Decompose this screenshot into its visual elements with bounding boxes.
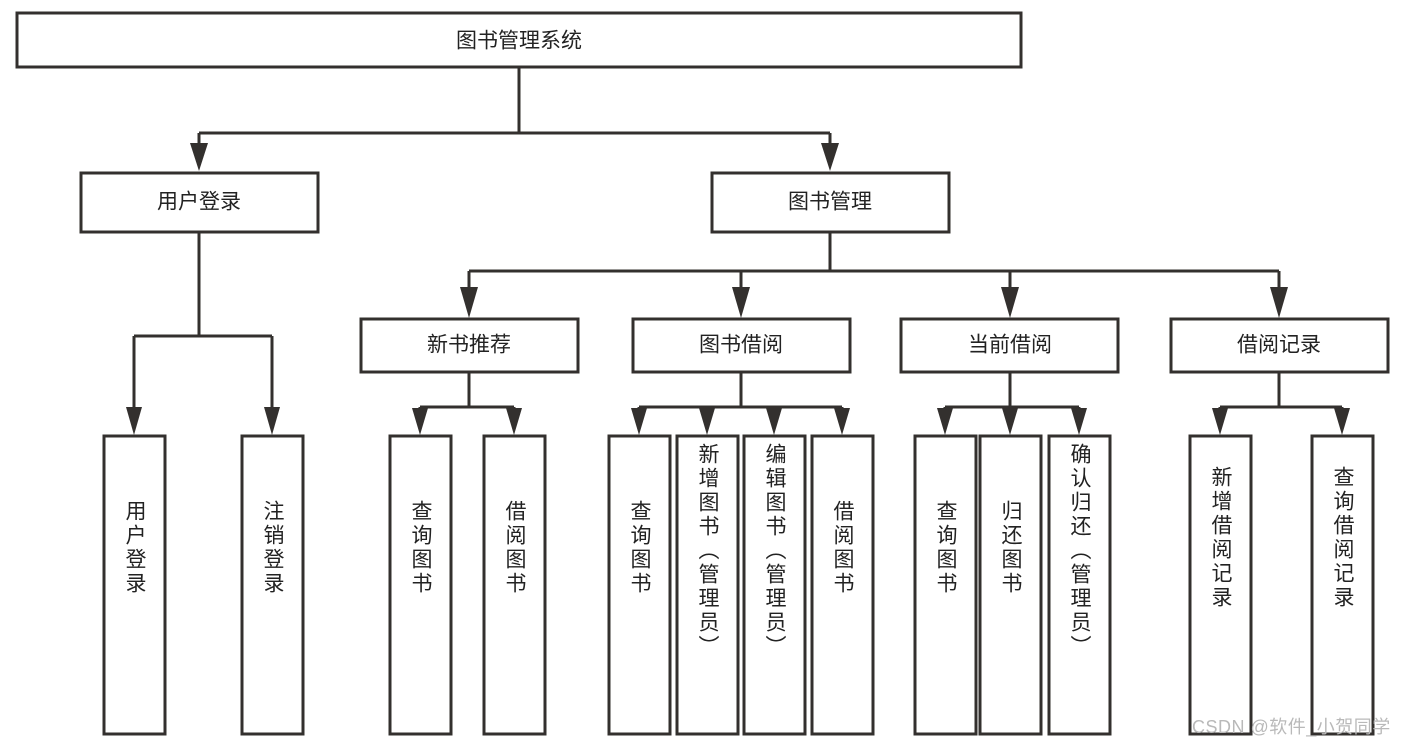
arrow-to-book-borrow [732, 287, 750, 318]
new-book-recommend-box [359, 317, 580, 374]
node-root[interactable]: 图书管理系统 [15, 11, 1023, 69]
arrow-to-leaf-logout [264, 407, 280, 435]
leaf-box-bb-edit-book[interactable] [742, 434, 807, 736]
leaf-box-logout[interactable] [240, 434, 305, 736]
leaf-box-nb-query-book[interactable] [388, 434, 453, 736]
borrow-record-label: 借阅记录 [1237, 334, 1321, 357]
arrow-bb-leaf-4 [834, 408, 850, 435]
leaf-box-cb-return-book[interactable] [978, 434, 1043, 736]
edge-root-to-level2 [190, 67, 839, 171]
arrow-nb-leaf-2 [506, 408, 522, 435]
leaf-box-cb-confirm-return[interactable] [1047, 434, 1112, 736]
edge-book-manage-to-level3 [460, 232, 1288, 318]
user-login-label: 用户登录 [157, 191, 241, 214]
leaf-box-cb-query-book[interactable] [913, 434, 978, 736]
leaf-box-user-login[interactable] [102, 434, 167, 736]
leaf-box-br-add-record[interactable] [1188, 434, 1253, 736]
edge-new-book-to-leaves [412, 372, 522, 435]
arrow-to-leaf-user-login [126, 407, 142, 435]
leaf-box-br-query-record[interactable] [1310, 434, 1375, 736]
book-manage-label: 图书管理 [788, 191, 872, 214]
book-borrow-label: 图书借阅 [699, 334, 783, 357]
arrow-cb-leaf-2 [1002, 408, 1018, 435]
arrow-to-current-borrow [1001, 287, 1019, 318]
arrow-to-borrow-record [1270, 287, 1288, 318]
node-book-borrow[interactable]: 图书借阅 [631, 317, 852, 374]
arrow-to-user-login [190, 143, 208, 171]
root-box [15, 11, 1023, 69]
node-new-book-recommend[interactable]: 新书推荐 [359, 317, 580, 374]
user-login-box [79, 171, 320, 234]
arrow-nb-leaf-1 [412, 408, 428, 435]
arrow-bb-leaf-2 [699, 408, 715, 435]
arrow-bb-leaf-1 [631, 408, 647, 435]
node-borrow-record[interactable]: 借阅记录 [1169, 317, 1390, 374]
current-borrow-box [899, 317, 1120, 374]
leaf-box-nb-borrow-book[interactable] [482, 434, 547, 736]
arrow-cb-leaf-3 [1071, 408, 1087, 435]
leaf-box-bb-borrow-book[interactable] [810, 434, 875, 736]
node-current-borrow[interactable]: 当前借阅 [899, 317, 1120, 374]
arrow-bb-leaf-3 [766, 408, 782, 435]
watermark-text: CSDN @软件_小贺同学 [1192, 717, 1391, 737]
leaf-box-bb-add-book[interactable] [675, 434, 740, 736]
leaf-box-bb-query-book[interactable] [607, 434, 672, 736]
arrow-br-leaf-2 [1334, 408, 1350, 435]
edge-book-borrow-to-leaves [631, 372, 850, 435]
arrow-to-new-book [460, 287, 478, 318]
node-book-manage[interactable]: 图书管理 [710, 171, 951, 234]
new-book-recommend-label: 新书推荐 [427, 334, 511, 357]
edge-user-login-to-leaves [126, 232, 280, 435]
node-user-login[interactable]: 用户登录 [79, 171, 320, 234]
arrow-cb-leaf-1 [937, 408, 953, 435]
root-label: 图书管理系统 [456, 30, 582, 53]
arrow-to-book-manage [821, 143, 839, 171]
arrow-br-leaf-1 [1212, 408, 1228, 435]
edge-current-borrow-to-leaves [937, 372, 1087, 435]
edge-borrow-record-to-leaves [1212, 372, 1350, 435]
current-borrow-label: 当前借阅 [968, 334, 1052, 357]
